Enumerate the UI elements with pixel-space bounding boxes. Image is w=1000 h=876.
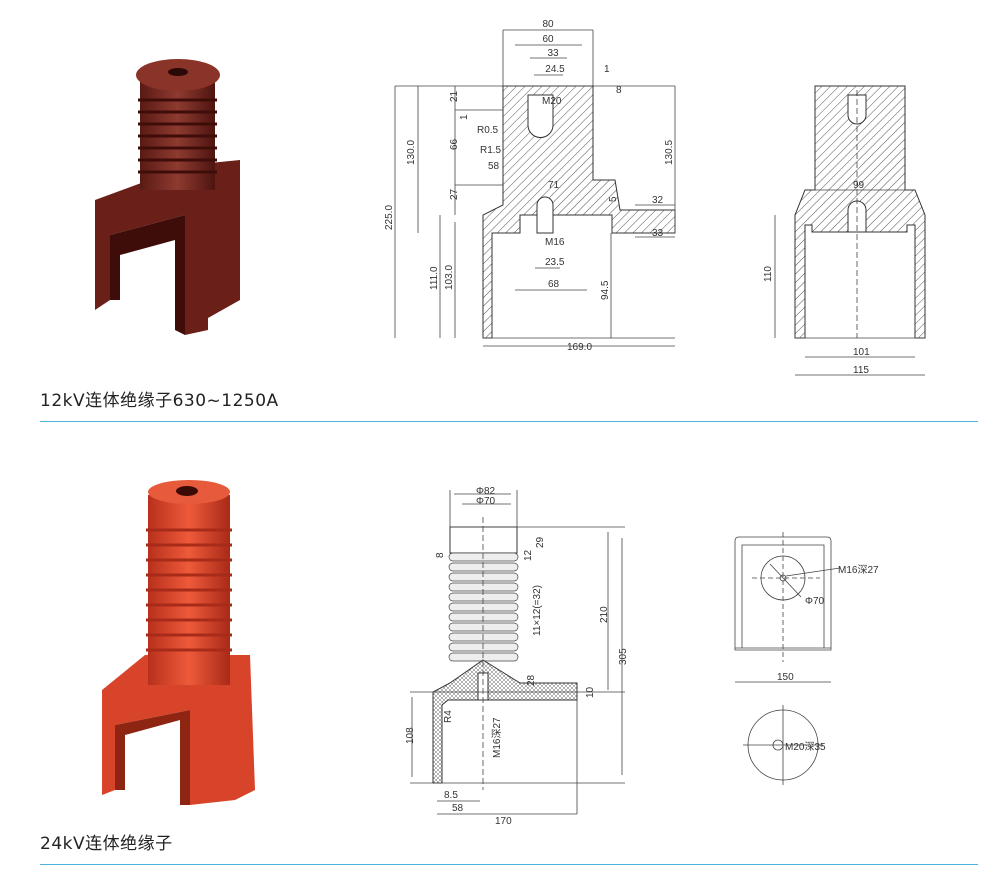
dim-label: 80	[542, 19, 554, 30]
dim-label: Φ70	[805, 596, 825, 607]
dim-label: 305	[618, 648, 629, 665]
dim-label: 110	[763, 266, 774, 282]
dim-label: 108	[405, 727, 416, 744]
dim-label: R1.5	[480, 145, 502, 156]
dim-label: 27	[449, 188, 460, 200]
dim-label: 170	[495, 816, 512, 827]
dim-label: M16深27	[491, 717, 503, 758]
dim-label: R4	[443, 710, 454, 723]
dim-label: 68	[548, 279, 560, 290]
dim-label: M16	[545, 237, 565, 248]
dim-label: M20深35	[785, 741, 826, 753]
product-photo-12kv	[95, 59, 240, 335]
dim-label: 150	[777, 672, 794, 683]
dim-label: 66	[449, 138, 460, 150]
dim-label: 99	[853, 180, 865, 191]
product-title-24kv: 24kV连体绝缘子	[40, 834, 173, 854]
dim-label: M20	[542, 96, 562, 107]
dim-label: 11×12(=32)	[532, 585, 543, 636]
dim-label: 58	[488, 161, 500, 172]
section-drawing-24kv: Φ82 Φ70 29 8 12 11×12(=32) 210 305 28 10…	[405, 486, 629, 827]
dim-label: 103.0	[444, 265, 455, 290]
dim-label: Φ82	[476, 486, 496, 497]
top-view-drawing-24kv: M16深27 Φ70 150 M20深35	[734, 532, 879, 785]
section-drawing-12kv: 80 60 33 24.5 1 8 M20 21 1 R0.5 R1.5 66 …	[384, 19, 676, 353]
dim-label: 33	[652, 228, 664, 239]
dim-label: Φ70	[476, 496, 496, 507]
dim-label: 33	[547, 48, 559, 59]
dim-label: R0.5	[477, 125, 499, 136]
side-drawing-12kv: 99 110 101 115	[763, 85, 926, 376]
dim-label: 101	[853, 347, 870, 358]
dim-label: 94.5	[600, 280, 611, 300]
product-photo-24kv	[102, 480, 255, 805]
dim-label: 28	[526, 674, 537, 686]
dim-label: 8	[616, 85, 622, 96]
dim-label: 23.5	[545, 257, 565, 268]
dim-label: 130.0	[406, 140, 417, 165]
dim-label: 130.5	[664, 140, 675, 165]
dim-label: 71	[548, 180, 560, 191]
dim-label: 24.5	[545, 64, 565, 75]
dim-label: 1	[459, 114, 470, 120]
dim-label: 29	[535, 536, 546, 548]
dim-label: 225.0	[384, 205, 395, 230]
section-divider	[40, 864, 978, 865]
dim-label: 12	[523, 549, 534, 561]
dim-label: 115	[853, 365, 869, 376]
dim-label: 169.0	[567, 342, 592, 353]
product-title-12kv: 12kV连体绝缘子630~1250A	[40, 391, 279, 411]
dim-label: 8	[435, 552, 446, 558]
dim-label: 58	[452, 803, 464, 814]
dim-label: 111.0	[429, 266, 440, 290]
dim-label: 1	[604, 64, 610, 75]
dim-label: M16深27	[838, 564, 879, 576]
dim-label: 210	[599, 606, 610, 623]
dim-label: 10	[585, 686, 596, 698]
dim-label: 8.5	[444, 790, 458, 801]
dim-label: 32	[652, 195, 664, 206]
section-divider	[40, 421, 978, 422]
dim-label: 5	[608, 196, 619, 202]
dim-label: 60	[542, 34, 554, 45]
dim-label: 21	[449, 90, 460, 102]
